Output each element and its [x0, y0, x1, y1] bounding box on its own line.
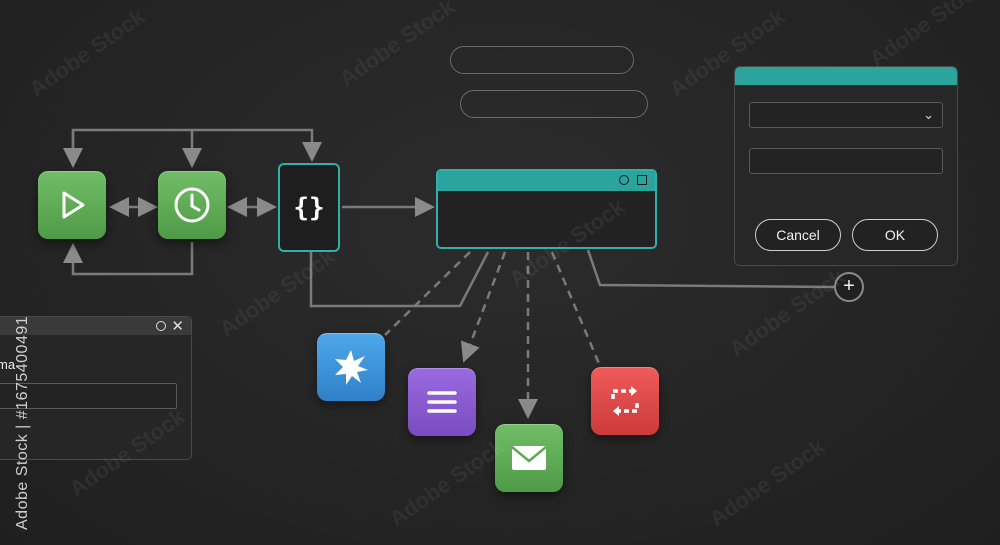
square-icon[interactable]	[637, 175, 647, 185]
code-braces-icon: {}	[293, 192, 325, 223]
wire-code-bottom	[309, 251, 490, 308]
placeholder-pill-top	[450, 46, 634, 74]
menu-lines-icon	[427, 391, 457, 413]
stock-id-watermark: Adobe Stock | #1675400491	[14, 315, 31, 530]
starburst-icon	[335, 350, 368, 385]
main-window-node[interactable]	[436, 169, 657, 249]
repeat-node[interactable]	[591, 367, 659, 435]
circle-icon[interactable]	[156, 321, 166, 331]
star-node[interactable]	[317, 333, 385, 401]
mail-node[interactable]	[495, 424, 563, 492]
placeholder-pill-second	[460, 90, 648, 118]
menu-node[interactable]	[408, 368, 476, 436]
play-icon	[62, 191, 85, 219]
settings-dialog: ⌄ Cancel OK	[734, 66, 958, 266]
chevron-down-icon: ⌄	[923, 107, 934, 122]
wire-dashed-repeat	[550, 251, 602, 367]
clock-node[interactable]	[158, 171, 226, 239]
left-window: ✕ ma	[0, 316, 192, 460]
left-window-title-bar: ✕	[0, 317, 191, 335]
circle-icon[interactable]	[619, 175, 629, 185]
wire-dashed-star	[384, 251, 471, 336]
left-window-input[interactable]	[0, 383, 177, 409]
add-node-button[interactable]: +	[834, 272, 864, 302]
wire-bottom-loop	[63, 242, 194, 276]
clock-icon	[174, 187, 210, 223]
wire-window-plus	[586, 249, 835, 289]
repeat-icon	[611, 386, 639, 416]
close-icon[interactable]: ✕	[171, 318, 184, 335]
left-window-label: ma	[0, 357, 16, 372]
cancel-button[interactable]: Cancel	[755, 219, 841, 251]
dialog-title-bar	[735, 67, 957, 85]
play-node[interactable]	[38, 171, 106, 239]
mail-icon	[511, 446, 547, 470]
dropdown-select[interactable]: ⌄	[749, 102, 943, 128]
wire-dashed-menu	[460, 251, 507, 363]
text-field[interactable]	[749, 148, 943, 174]
window-title-bar	[438, 171, 655, 191]
code-node[interactable]: {}	[278, 163, 340, 252]
ok-button[interactable]: OK	[852, 219, 938, 251]
